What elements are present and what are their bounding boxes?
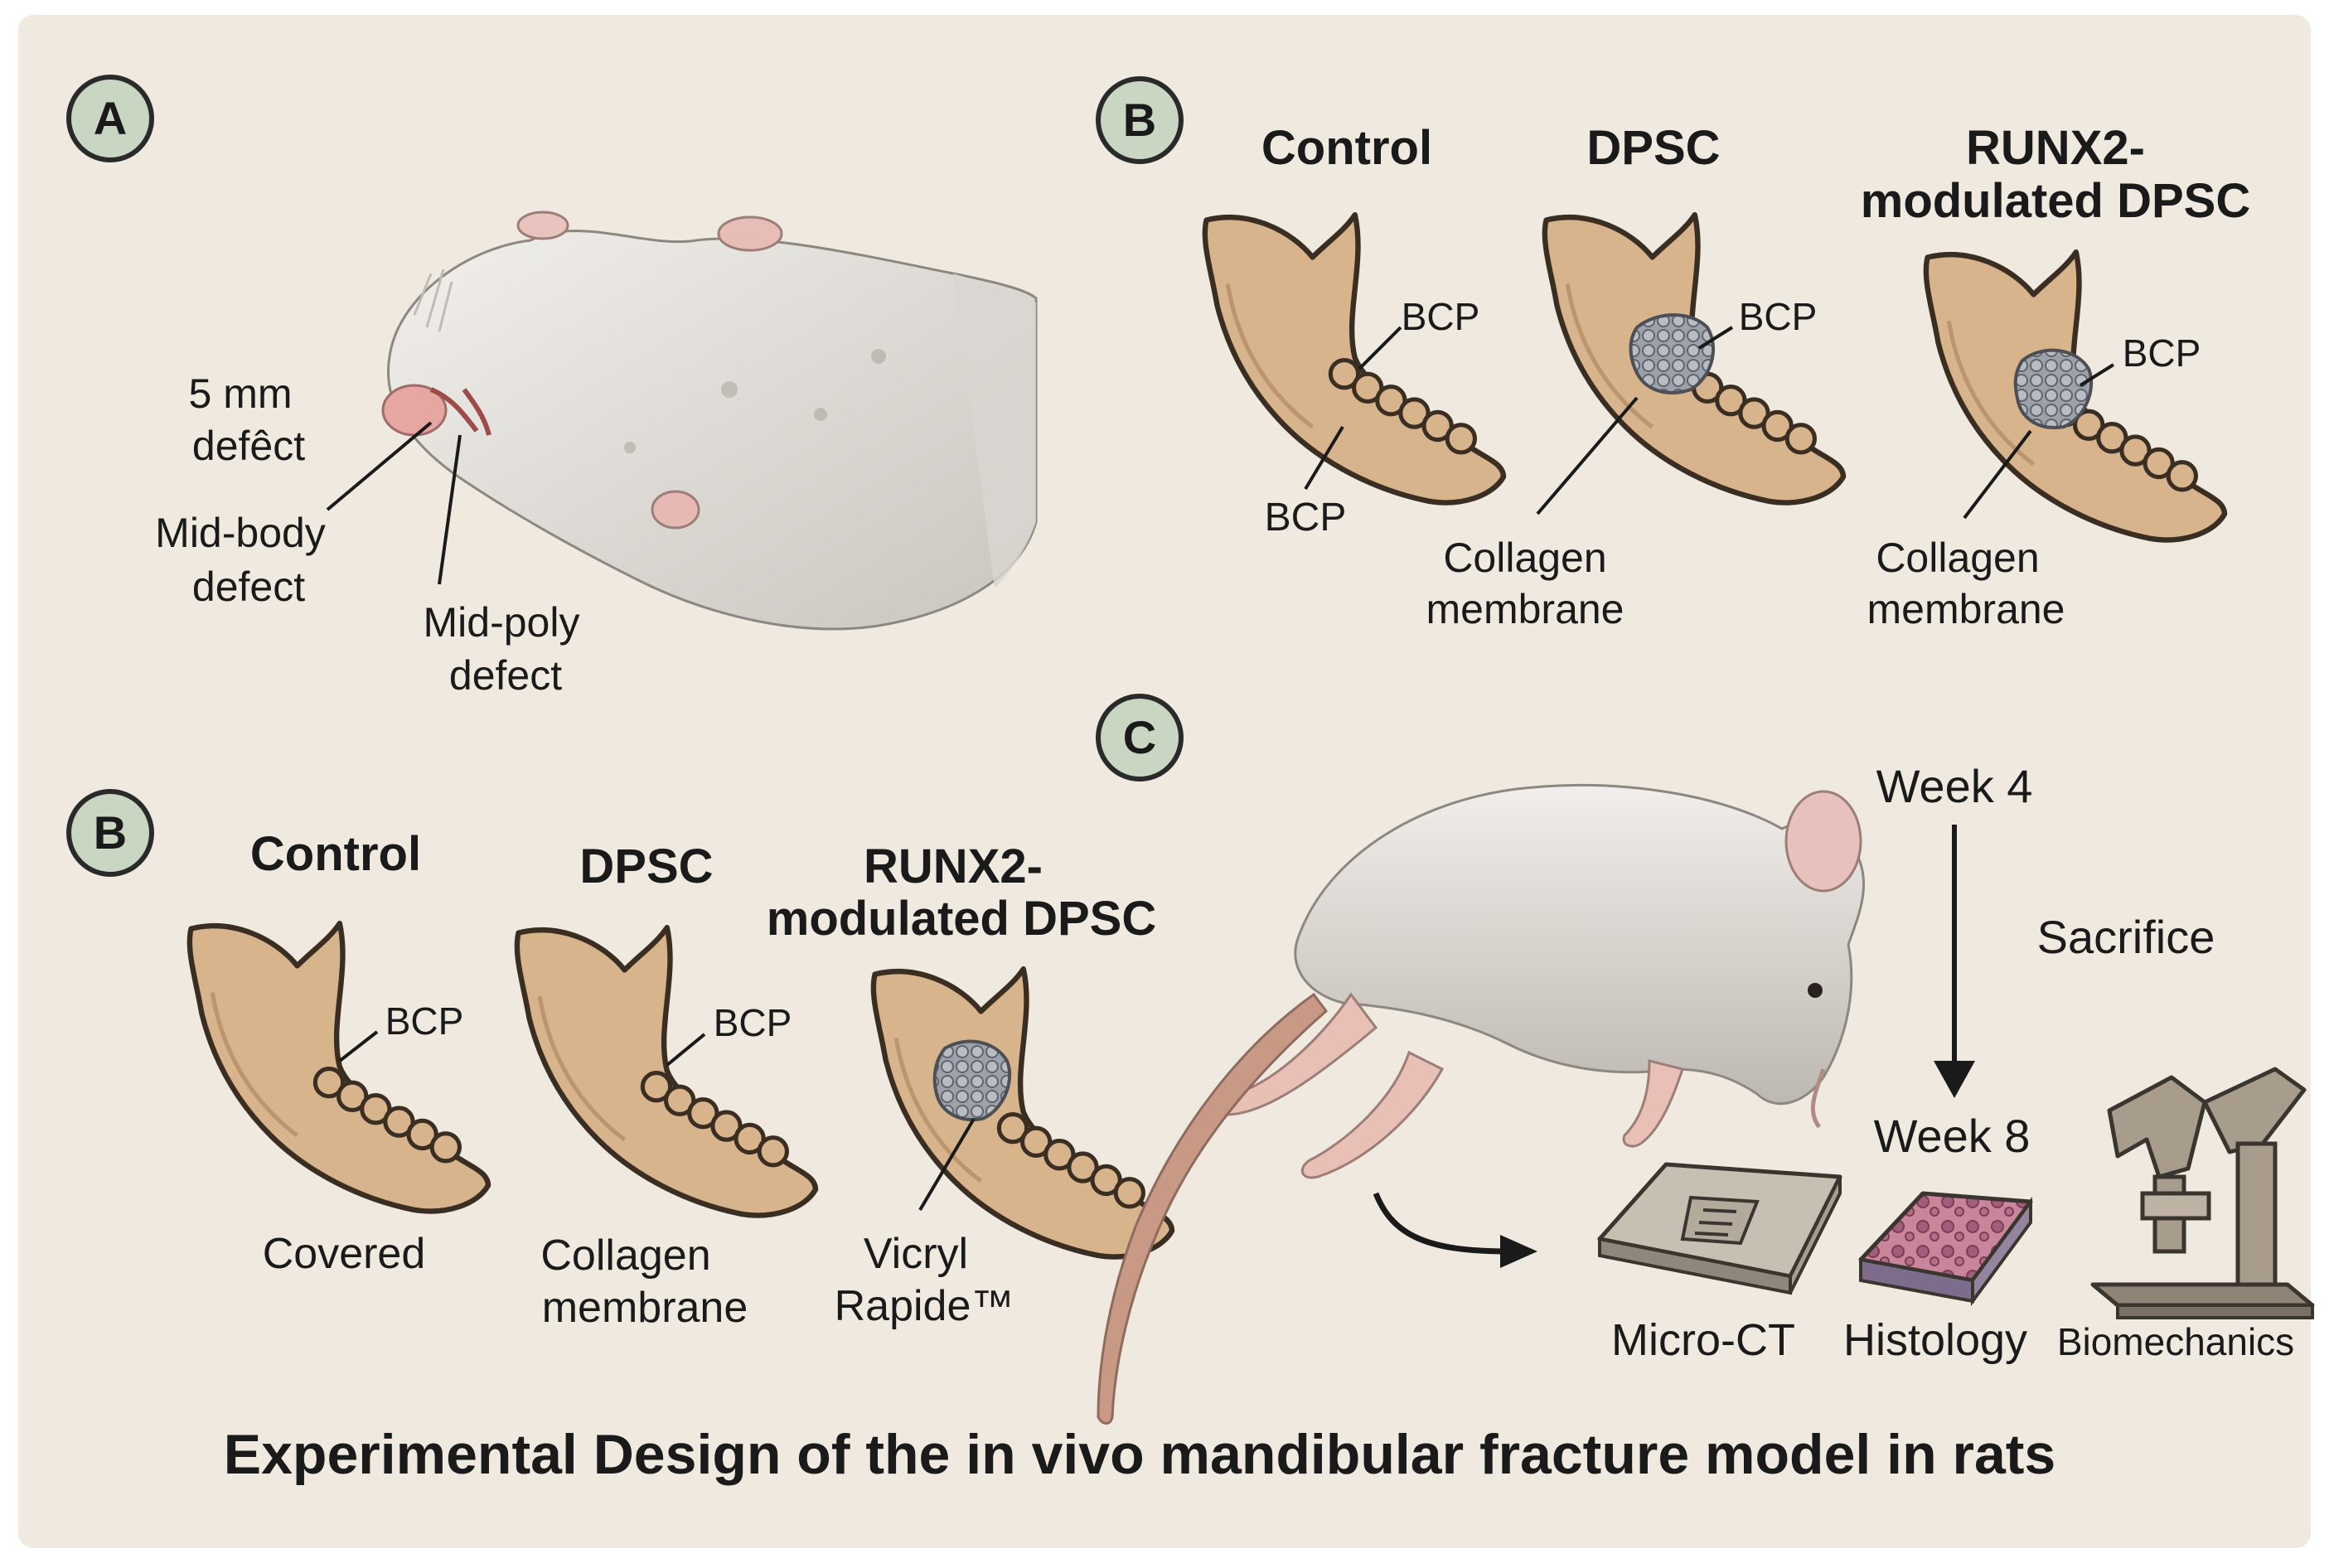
curved-arrow <box>1373 1192 1537 1268</box>
graft-granules-icon <box>2013 348 2094 429</box>
sacrifice-label: Sacrifice <box>2037 911 2215 963</box>
group-label-line2: membrane <box>1867 586 2065 632</box>
group-dpsc-top: DPSC BCP Collagen membrane <box>1426 121 1844 632</box>
group-label-line1: Covered <box>263 1230 426 1278</box>
label-midbody-line2: defect <box>192 564 305 610</box>
group-title-line2: modulated DPSC <box>767 892 1157 946</box>
badge-b-bottom-letter: B <box>94 806 127 859</box>
group-label-line1: Collagen <box>540 1232 710 1280</box>
analysis-label-micro-ct: Micro-CT <box>1611 1315 1795 1365</box>
label-midbody-line1: Mid-body <box>155 510 326 556</box>
analysis-label-histology: Histology <box>1843 1315 2027 1365</box>
panel-b-top: B Control BCP BCP DPSC BCP Collagen memb… <box>1096 76 2251 632</box>
panel-c: C Week 4 Sacrifice Week 8 <box>1096 694 2315 1425</box>
group-label-line2: membrane <box>542 1284 748 1332</box>
group-label-line1: BCP <box>1265 496 1347 540</box>
group-title-line1: RUNX2- <box>1966 121 2145 175</box>
group-label-line1: Collagen <box>1443 535 1606 581</box>
label-midpoly-line2: defect <box>449 652 562 699</box>
panel-a-leaders <box>326 421 462 585</box>
badge-b-top-letter: B <box>1123 94 1156 146</box>
bcp-label: BCP <box>1739 295 1818 338</box>
analysis-label-biomechanics: Biomechanics <box>2057 1320 2294 1363</box>
group-dpsc-bottom: DPSC BCP Collagen membrane <box>517 840 816 1332</box>
graft-granules-icon <box>1629 313 1716 394</box>
group-label-line1: Collagen <box>1876 535 2039 581</box>
group-title: Control <box>250 827 421 881</box>
label-midpoly-line1: Mid-poly <box>424 599 580 646</box>
group-label-line1: Vicryl <box>864 1230 968 1278</box>
group-label-line2: membrane <box>1426 586 1624 632</box>
group-title: Control <box>1261 121 1432 175</box>
panel-b-bottom: B Control BCP Covered DPSC BCP Collagen … <box>66 789 1172 1332</box>
group-title: DPSC <box>1586 121 1720 175</box>
badge-a-letter: A <box>94 92 127 144</box>
timeline-arrow-head <box>1934 1061 1975 1098</box>
badge-c: C <box>1096 694 1184 782</box>
group-title-line2: modulated DPSC <box>1861 174 2251 228</box>
histology-icon <box>1858 1191 2033 1307</box>
week-8-label: Week 8 <box>1874 1110 2031 1162</box>
group-title-line1: RUNX2- <box>864 840 1043 893</box>
badge-b-bottom: B <box>66 789 154 877</box>
bcp-label: BCP <box>2123 332 2201 375</box>
micro-ct-icon <box>1597 1162 1842 1295</box>
group-runx2-bottom: RUNX2- modulated DPSC Vicryl Rapide™ <box>767 840 1172 1330</box>
badge-c-letter: C <box>1123 711 1156 763</box>
group-runx2-top: RUNX2- modulated DPSC BCP Collagen membr… <box>1861 121 2251 632</box>
group-control-top: Control BCP BCP <box>1205 121 1503 540</box>
label-defect-size-line2: defêct <box>192 423 305 469</box>
bcp-label: BCP <box>385 999 464 1043</box>
figure-caption: Experimental Design of the in vivo mandi… <box>224 1423 2056 1486</box>
panel-a: A 5 mm defêct Mid-body defect Mid-poly d… <box>66 75 1038 699</box>
rat-head-icon <box>381 211 1038 631</box>
group-label-line2: Rapide™ <box>835 1282 1014 1330</box>
timeline: Week 4 Sacrifice Week 8 <box>1874 760 2215 1162</box>
week-4-label: Week 4 <box>1876 760 2033 812</box>
graft-granules-icon <box>932 1039 1012 1121</box>
biomechanics-icon <box>2090 1067 2315 1319</box>
group-title: DPSC <box>579 840 713 893</box>
bcp-label: BCP <box>714 1001 792 1044</box>
rat-icon <box>1097 783 1866 1425</box>
badge-a: A <box>66 75 154 162</box>
label-defect-size-line1: 5 mm <box>189 370 293 417</box>
group-control-bottom: Control BCP Covered <box>190 827 488 1278</box>
badge-b-top: B <box>1096 76 1184 164</box>
bcp-label: BCP <box>1402 295 1480 338</box>
